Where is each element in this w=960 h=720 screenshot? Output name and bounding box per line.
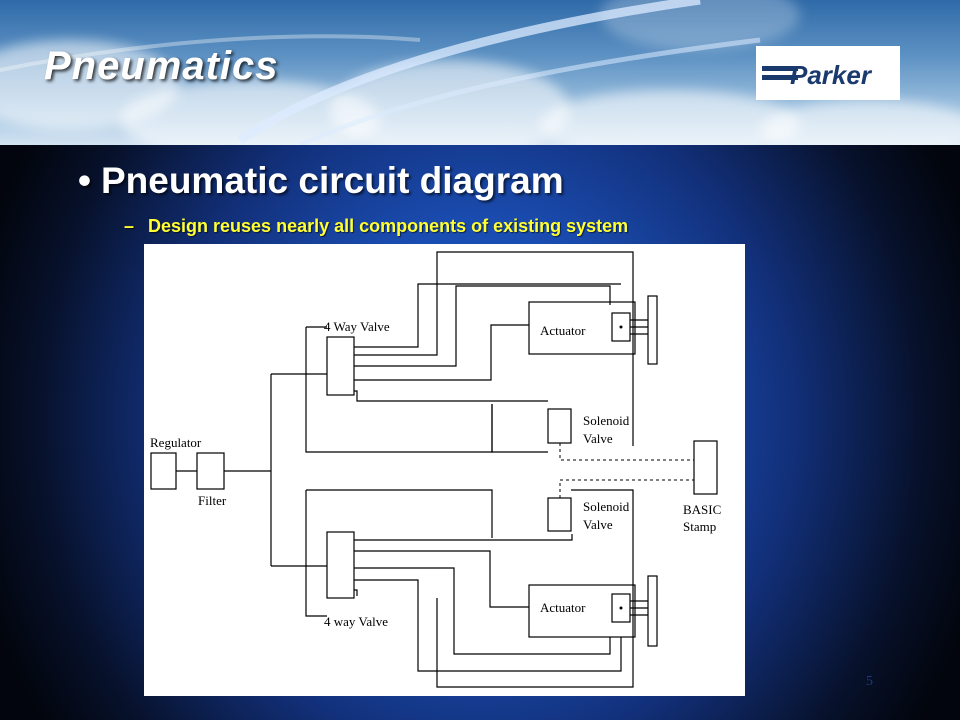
actuator-bottom-box [528, 584, 636, 638]
label-actuator-bottom: Actuator [540, 600, 586, 615]
actuator-bottom-plate [647, 575, 658, 647]
sub-bullet-marker: – [124, 216, 135, 236]
hose-top-3 [354, 285, 611, 367]
hose-top-1 [354, 283, 621, 348]
valve-bottom-box [326, 531, 355, 599]
hose-bottom-3 [354, 567, 611, 655]
bullet-item: •Pneumatic circuit diagram [78, 160, 564, 202]
sub-bullet-text: Design reuses nearly all components of e… [148, 216, 629, 236]
manifold-line [270, 373, 327, 567]
hose-top-2 [354, 251, 634, 446]
label-regulator: Regulator [150, 435, 202, 450]
filter-box [196, 452, 225, 490]
actuator-top-rod [630, 319, 648, 335]
hose-top-4 [354, 324, 529, 381]
bullet-text: Pneumatic circuit diagram [100, 160, 564, 201]
solenoid-bottom-box [547, 497, 572, 532]
label-stamp-1: BASIC [683, 502, 721, 517]
slide-number: 5 [866, 674, 873, 689]
hose-bottom-6 [436, 489, 634, 688]
hose-bottom-4 [354, 579, 622, 672]
label-solenoid-bottom-2: Valve [583, 517, 613, 532]
hose-bottom-1 [354, 534, 573, 541]
signal-line-top [559, 443, 694, 461]
pneumatic-circuit-diagram: 4 Way Valve 4 way Valve Actuator Actuato… [144, 244, 745, 696]
label-filter: Filter [198, 493, 227, 508]
solenoid-top-box [547, 408, 572, 444]
regulator-box [150, 452, 177, 490]
common-line-bottom [305, 489, 493, 617]
sub-bullet-item: –Design reuses nearly all components of … [124, 216, 628, 237]
basic-stamp-box [693, 440, 718, 495]
parker-logo: Parker [756, 46, 900, 100]
actuator-top-plate [647, 295, 658, 365]
solenoid-top-line [491, 404, 548, 453]
common-line-top [305, 326, 493, 453]
circuit-svg: 4 Way Valve 4 way Valve Actuator Actuato… [150, 251, 721, 688]
label-solenoid-bottom-1: Solenoid [583, 499, 630, 514]
sky-swoosh-graphic [0, 0, 761, 145]
label-solenoid-top-2: Valve [583, 431, 613, 446]
header-banner: Pneumatics Parker [0, 0, 960, 145]
bullet-marker: • [78, 160, 91, 201]
valve-top-box [326, 336, 355, 396]
signal-line-bottom [559, 479, 694, 498]
label-actuator-top: Actuator [540, 323, 586, 338]
hose-bottom-5 [354, 589, 358, 596]
slide-title: Pneumatics [44, 44, 279, 88]
logo-text: Parker [790, 60, 873, 90]
hose-top-5 [354, 390, 548, 402]
hose-bottom-2 [354, 550, 529, 608]
actuator-top-box [528, 301, 636, 355]
label-valve-bottom: 4 way Valve [324, 614, 388, 629]
label-stamp-2: Stamp [683, 519, 716, 534]
label-solenoid-top-1: Solenoid [583, 413, 630, 428]
label-valve-top: 4 Way Valve [324, 319, 390, 334]
